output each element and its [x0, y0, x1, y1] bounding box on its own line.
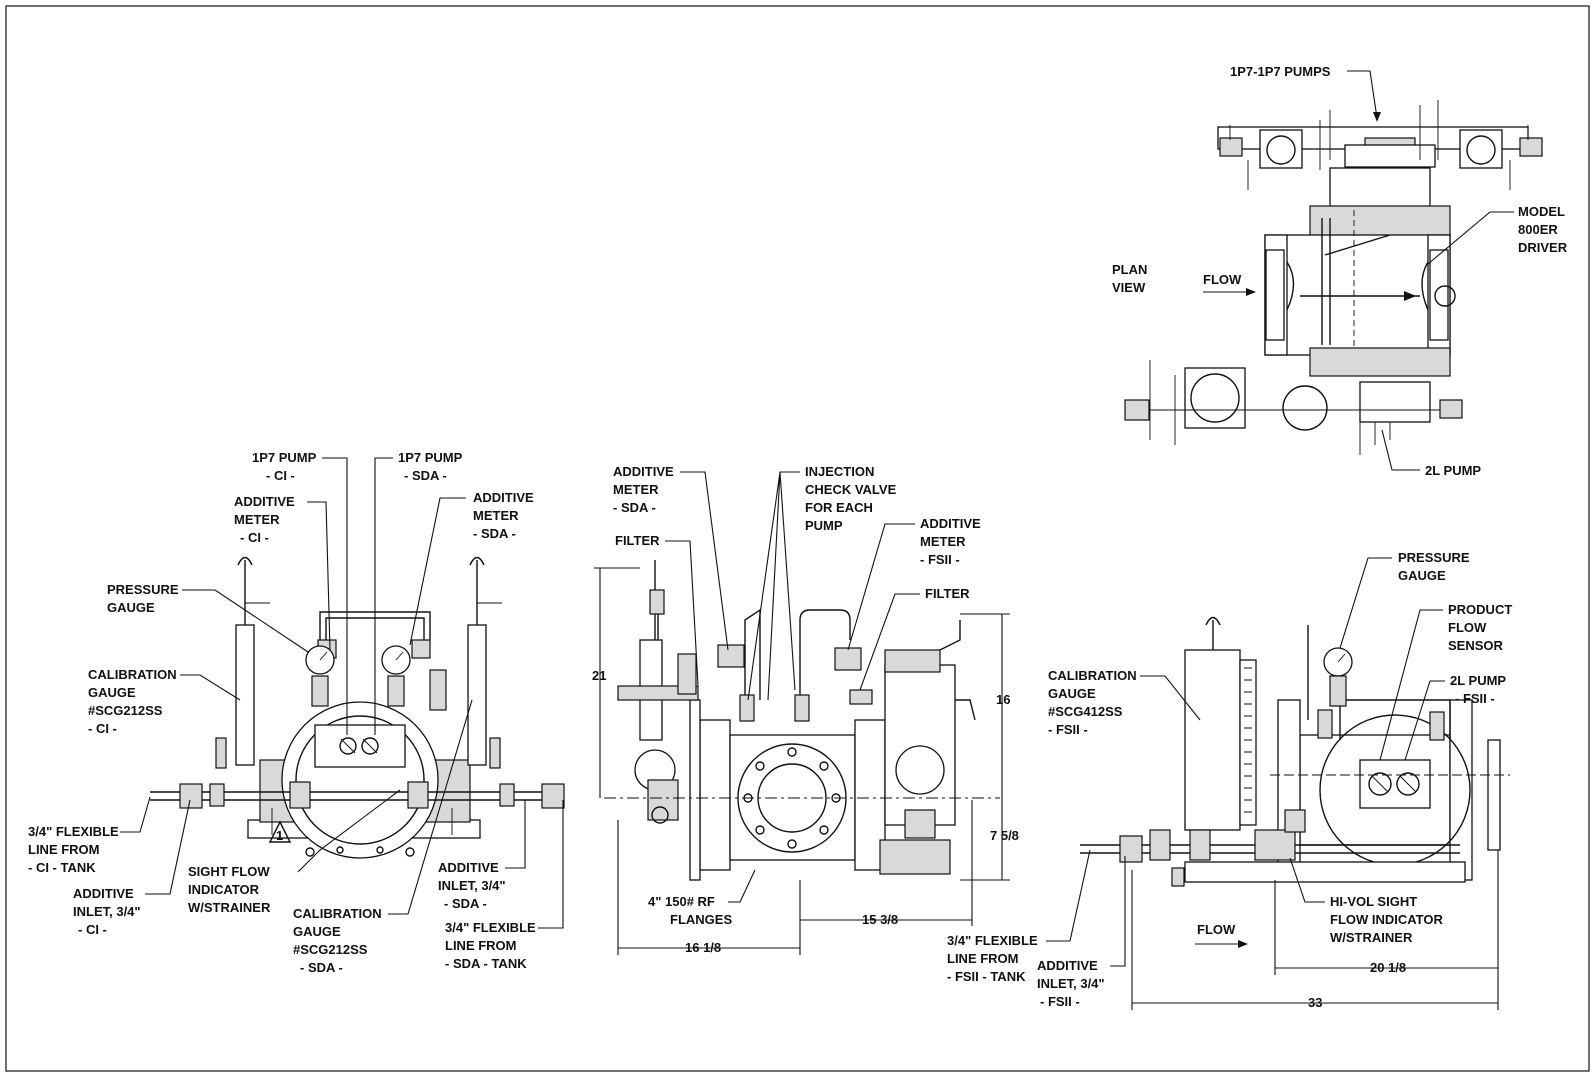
- center-injection-check-label: INJECTION CHECK VALVE FOR EACH PUMP: [805, 464, 900, 533]
- center-injection-check-leaders: [747, 471, 800, 701]
- left-inlet-sda-label: ADDITIVE INLET, 3/4" - SDA -: [438, 860, 509, 911]
- plan-2l-pump-label: 2L PUMP: [1425, 463, 1481, 478]
- dim-width-left-line: [617, 820, 801, 955]
- left-calibration-sda-label: CALIBRATION GAUGE #SCG212SS - SDA -: [293, 906, 385, 975]
- left-inlet-sda-leader: [505, 800, 526, 869]
- right-calibration-leader: [1140, 675, 1201, 721]
- dim-width-right: 15 3/8: [862, 912, 898, 927]
- left-elevation-view: 1 1P7 PUMP - CI - 1P7 PUMP - SDA - ADDIT…: [28, 450, 565, 975]
- left-calibration-ci-leader: [180, 674, 241, 701]
- right-pressure-gauge-leader: [1339, 557, 1392, 649]
- right-flow-sensor-label: PRODUCT FLOW SENSOR: [1448, 602, 1516, 653]
- dim-upper: 16: [996, 692, 1010, 707]
- right-inlet-leader: [1110, 856, 1126, 967]
- plan-pumps-leader: [1347, 70, 1378, 119]
- left-flex-line-sda-leader: [538, 800, 564, 929]
- left-sight-flow-leader: [297, 789, 401, 873]
- revision-mark: 1: [276, 828, 283, 843]
- right-flex-line-label: 3/4" FLEXIBLE LINE FROM - FSII - TANK: [947, 933, 1041, 984]
- center-flanges-label: 4" 150# RF FLANGES: [648, 894, 732, 927]
- left-inlet-ci-leader: [145, 799, 191, 895]
- dim-width-left: 16 1/8: [685, 940, 721, 955]
- left-sight-flow-label: SIGHT FLOW INDICATOR W/STRAINER: [188, 864, 273, 915]
- dim-width-right-line: [800, 800, 973, 926]
- right-dim-inner-line: [1274, 850, 1499, 1010]
- center-filter-right-label: FILTER: [925, 586, 970, 601]
- right-flex-line-leader: [1046, 849, 1091, 942]
- left-meter-sda-leader: [409, 497, 466, 646]
- left-pump-sda-label: 1P7 PUMP - SDA -: [398, 450, 466, 483]
- right-flow-sensor-leader: [1379, 609, 1443, 761]
- left-pump-ci-label: 1P7 PUMP - CI -: [252, 450, 320, 483]
- center-meter-sda-label: ADDITIVE METER - SDA -: [613, 464, 677, 515]
- right-inlet-label: ADDITIVE INLET, 3/4" - FSII -: [1037, 958, 1108, 1009]
- plan-driver-leader: [1427, 211, 1514, 265]
- left-flex-line-sda-label: 3/4" FLEXIBLE LINE FROM - SDA - TANK: [445, 920, 539, 971]
- left-flex-line-ci-leader: [120, 796, 151, 833]
- left-meter-ci-label: ADDITIVE METER - CI -: [234, 494, 298, 545]
- plan-pumps-label: 1P7-1P7 PUMPS: [1230, 64, 1331, 79]
- right-2l-pump-leader: [1404, 680, 1445, 761]
- center-filter-left-label: FILTER: [615, 533, 660, 548]
- plan-2l-pump-leader: [1381, 429, 1420, 471]
- left-flex-line-ci-label: 3/4" FLEXIBLE LINE FROM - CI - TANK: [28, 824, 122, 875]
- plan-flow-label: FLOW: [1203, 272, 1242, 287]
- center-elevation-view: 21 16 7 5/8 16 1/8 15 3/8 ADDITIVE METER…: [592, 464, 1019, 955]
- center-meter-fsii-label: ADDITIVE METER - FSII -: [920, 516, 984, 567]
- center-flanges-leader: [728, 869, 756, 903]
- left-inlet-ci-label: ADDITIVE INLET, 3/4" - CI -: [73, 886, 144, 937]
- dim-upper-line: [960, 613, 1010, 798]
- center-meter-sda-leader: [680, 471, 729, 651]
- left-pressure-gauge-leader: [182, 589, 309, 653]
- dim-height-line: [594, 567, 640, 798]
- right-pressure-gauge-label: PRESSURE GAUGE: [1398, 550, 1473, 583]
- plan-driver-label: MODEL 800ER DRIVER: [1518, 204, 1568, 255]
- left-meter-ci-leader: [307, 501, 331, 651]
- dim-lower: 7 5/8: [990, 828, 1019, 843]
- left-pressure-gauge-label: PRESSURE GAUGE: [107, 582, 182, 615]
- plan-view: PLAN VIEW FLOW 1P7-1P7 PUMPS MODEL 800ER…: [1112, 64, 1568, 478]
- left-calibration-ci-label: CALIBRATION GAUGE #SCG212SS - CI -: [88, 667, 180, 736]
- right-2l-pump-label: 2L PUMP - FSII -: [1450, 673, 1510, 706]
- right-dim-overall: 33: [1308, 995, 1322, 1010]
- left-meter-sda-label: ADDITIVE METER - SDA -: [473, 490, 537, 541]
- center-meter-fsii-leader: [847, 523, 915, 651]
- left-pump-ci-leader: [322, 457, 348, 735]
- drawing-border: [5, 5, 1590, 1072]
- center-filter-left-leader: [665, 540, 699, 686]
- right-dim-overall-line: [1131, 870, 1498, 1010]
- left-calibration-sda-leader: [388, 699, 473, 915]
- right-calibration-label: CALIBRATION GAUGE #SCG412SS - FSII -: [1048, 668, 1140, 737]
- plan-view-label: PLAN VIEW: [1112, 262, 1151, 295]
- center-filter-right-leader: [859, 593, 920, 691]
- right-sight-flow-label: HI-VOL SIGHT FLOW INDICATOR W/STRAINER: [1330, 894, 1447, 945]
- right-elevation-view: 20 1/8 33 PRESSURE GAUGE PRODUCT FLOW SE…: [947, 550, 1516, 1010]
- right-sight-flow-leader: [1289, 857, 1325, 903]
- dim-lower-line: [960, 798, 1010, 881]
- right-dim-inner: 20 1/8: [1370, 960, 1406, 975]
- right-flow-label: FLOW: [1197, 922, 1236, 937]
- left-pump-sda-leader: [374, 457, 393, 735]
- dim-height: 21: [592, 668, 606, 683]
